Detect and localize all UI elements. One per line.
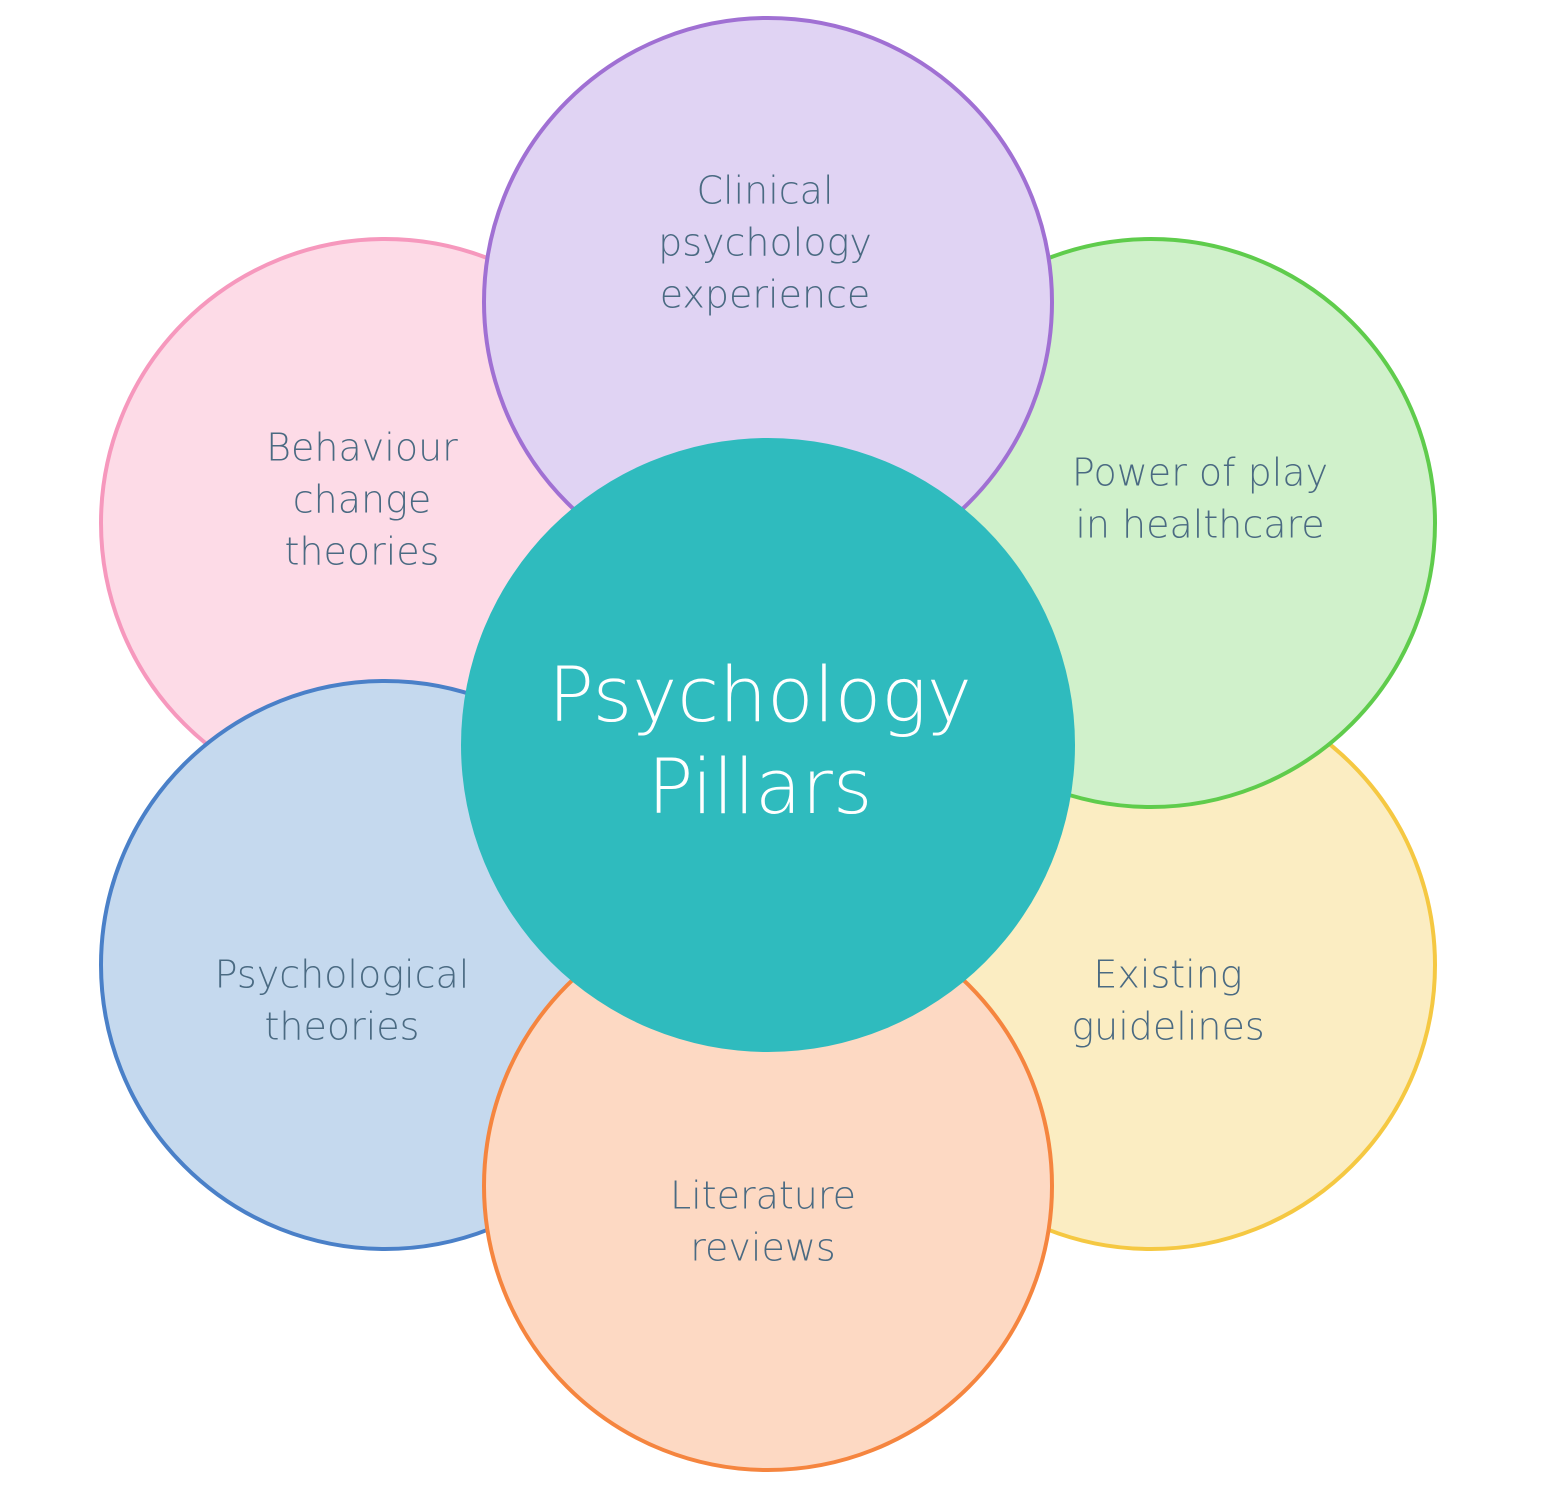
petal-label-line: Clinical bbox=[696, 169, 833, 213]
petal-label-line: theories bbox=[265, 1005, 420, 1049]
petal-label-line: Existing bbox=[1093, 953, 1242, 997]
petal-label-pink: Behaviour change theories bbox=[266, 426, 458, 574]
center-circle bbox=[461, 438, 1075, 1052]
petal-label-line: psychology bbox=[658, 221, 872, 265]
petal-label-line: reviews bbox=[690, 1226, 835, 1270]
petal-label-line: Literature bbox=[670, 1174, 856, 1218]
center-title-line: Psychology bbox=[548, 650, 972, 739]
petal-label-line: Psychological bbox=[215, 953, 470, 997]
petal-label-line: experience bbox=[660, 273, 871, 317]
petal-label-line: guidelines bbox=[1071, 1005, 1264, 1049]
petal-label-line: theories bbox=[285, 530, 440, 574]
petal-label-purple: Clinical psychology experience bbox=[658, 169, 872, 317]
petal-label-yellow: Existing guidelines bbox=[1071, 953, 1264, 1049]
petal-label-green: Power of play in healthcare bbox=[1072, 451, 1328, 547]
petal-label-orange: Literature reviews bbox=[670, 1174, 856, 1270]
petal-label-line: in healthcare bbox=[1075, 503, 1324, 547]
petal-label-line: change bbox=[293, 478, 432, 522]
center-title-line: Pillars bbox=[648, 742, 873, 831]
petal-label-line: Power of play bbox=[1072, 451, 1328, 495]
petal-label-line: Behaviour bbox=[266, 426, 458, 470]
petal-label-blue: Psychological theories bbox=[215, 953, 470, 1049]
